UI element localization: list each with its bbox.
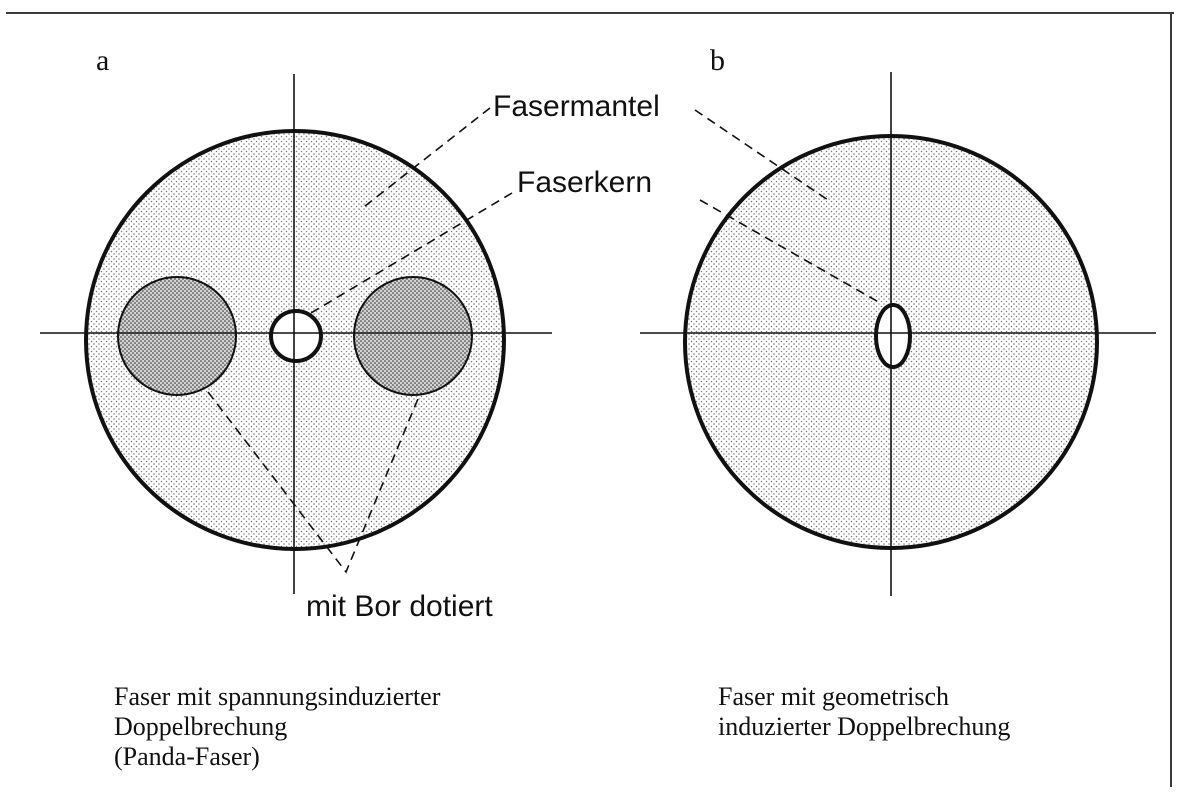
panel-b-elliptical-core — [874, 303, 912, 369]
leader-cladding-panel-a — [359, 107, 491, 211]
panel-a-caption-line-3: (Panda-Faser) — [114, 742, 260, 771]
panel-a-fiber — [40, 74, 552, 594]
panel-b-caption-line-2: induzierter Doppelbrechung — [718, 712, 1011, 741]
frame-top-line — [6, 12, 1174, 14]
leader-boron-rods — [207, 391, 421, 574]
label-fasermantel: Fasermantel — [493, 90, 660, 123]
leader-cladding-panel-b — [694, 109, 829, 201]
panel-b-fiber — [640, 72, 1156, 596]
panel-b-caption: Faser mit geometrisch induzierter Doppel… — [718, 682, 1010, 742]
panel-a-stress-rod-left — [117, 276, 237, 396]
panel-a-letter: a — [96, 44, 110, 77]
panel-a-stress-rod-right — [353, 276, 473, 396]
leader-core-panel-b — [699, 199, 883, 305]
label-faserkern: Faserkern — [517, 166, 653, 199]
panel-a-caption-line-1: Faser mit spannungsinduzierter — [114, 682, 441, 711]
panel-a-caption: Faser mit spannungsinduzierter Doppelbre… — [114, 682, 440, 772]
panel-b-caption-line-1: Faser mit geometrisch — [718, 682, 950, 711]
panel-b-letter: b — [710, 44, 725, 77]
panel-a-caption-line-2: Doppelbrechung — [114, 712, 288, 741]
label-mit-bor-dotiert: mit Bor dotiert — [306, 590, 493, 623]
leader-core-panel-a — [305, 192, 513, 317]
panel-a-core — [269, 309, 323, 363]
frame-right-line — [1170, 12, 1172, 787]
